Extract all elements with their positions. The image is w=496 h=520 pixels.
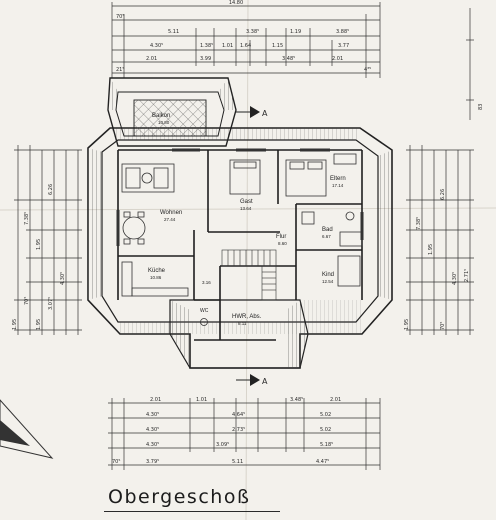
right-dimension-labels: 7.38⁵ 6.26 1.95 4.30⁵ 2.71⁵ 1.95 70⁵ 83 (404, 104, 484, 330)
dim-label: 5.11 (168, 29, 179, 35)
dim-label: 4.30⁵ (146, 442, 159, 448)
room-name-kind: Kind (322, 272, 334, 278)
dim-label: 70⁵ (116, 14, 124, 20)
dim-label: 5.02 (320, 427, 331, 433)
dim-label: 1.38⁵ (200, 43, 213, 49)
dim-label: 7.38⁵ (416, 217, 422, 230)
bottom-dimension-chains (108, 398, 381, 470)
dim-label: 2.01 (330, 397, 341, 403)
dim-label: 6.26 (440, 189, 446, 200)
dim-label: 4³⁵ (364, 67, 371, 73)
room-name-eltern: Eltern (330, 176, 346, 182)
room-area-eltern: 17.14 (332, 183, 344, 188)
dim-label: 3.07⁵ (48, 297, 54, 310)
dim-label: 2.01 (146, 56, 157, 62)
dim-label: 2.01 (150, 397, 161, 403)
dim-label: 83 (478, 104, 484, 110)
left-dimension-labels: 7.38⁵ 6.26 1.95 4.30⁵ 1.95 3.07⁵ 1.95 70… (12, 184, 66, 330)
dim-label: 1.15 (272, 43, 283, 49)
compass-fragment (0, 399, 54, 459)
section-label-bottom: A (262, 377, 268, 386)
dim-label: 70⁵ (24, 297, 30, 305)
staircase (221, 249, 277, 301)
room-area-kind: 12.54 (322, 279, 334, 284)
room-name-hwr: HWR, Abs. (232, 314, 262, 320)
room-labels: Balkon 10.80 Wohnen 27.44 Küche 10.86 Ga… (148, 113, 346, 326)
dim-label: 21⁵ (116, 67, 124, 73)
dim-label: 7.38⁵ (24, 212, 30, 225)
title-underline (104, 511, 280, 512)
dim-label: 2.73⁵ (232, 427, 245, 433)
room-area-gast: 13.64 (240, 206, 252, 211)
dim-label: 3.99 (200, 56, 211, 62)
room-name-bad: Bad (322, 227, 333, 233)
dim-label: 1.95 (12, 319, 18, 330)
dim-label: 1.95 (36, 319, 42, 330)
dim-label: 1.19 (290, 29, 301, 35)
dim-label: 1.01 (222, 43, 233, 49)
roof-outline (87, 77, 393, 369)
dim-label: 5.11 (232, 459, 243, 465)
room-name-wohnen: Wohnen (160, 210, 182, 216)
room-area-flur: 8.60 (278, 241, 287, 246)
dim-label: 70⁵ (112, 459, 120, 465)
dim-label: 4.30⁵ (452, 272, 458, 285)
room-name-balkon: Balkon (152, 113, 170, 119)
room-area-hwr: 8.11 (238, 321, 247, 326)
dim-label: 1.01 (196, 397, 207, 403)
room-area-balkon: 10.80 (158, 120, 170, 125)
dim-label: 4.30⁵ (146, 412, 159, 418)
dim-label: 1.95 (36, 239, 42, 250)
left-dimension-chains (14, 145, 82, 335)
plan-title: Obergeschoß (108, 486, 251, 508)
room-name-flur: Flur (276, 234, 286, 240)
dim-label: 4.47⁵ (316, 459, 329, 465)
dim-label: 3.77 (338, 43, 349, 49)
room-name-wc: WC (200, 308, 209, 314)
bottom-dimension-labels: 2.01 1.01 3.48⁵ 2.01 4.30⁵ 4.64⁵ 5.02 4.… (112, 397, 341, 465)
dim-label: 1.95 (428, 244, 434, 255)
dim-label: 1.95 (404, 319, 410, 330)
dim-label: 3.48⁵ (282, 56, 295, 62)
dim-label: 2.71⁵ (464, 269, 470, 282)
dim-label: 4.64⁵ (232, 412, 245, 418)
dim-label: 3.48⁵ (290, 397, 303, 403)
dim-label: 14.80 (229, 0, 243, 6)
dim-label: 5.18⁵ (320, 442, 333, 448)
dim-label: 6.26 (48, 184, 54, 195)
dim-label: 4.30⁵ (60, 272, 66, 285)
dim-label: 2.01 (332, 56, 343, 62)
dim-label: 5.02 (320, 412, 331, 418)
dim-label: 4.30⁵ (150, 43, 163, 49)
furniture (116, 148, 364, 326)
room-area-kueche: 10.86 (150, 275, 162, 280)
room-name-kueche: Küche (148, 268, 166, 274)
room-area-stair: 3.16 (202, 280, 211, 285)
room-area-bad: 6.67 (322, 234, 331, 239)
dim-label: 70⁵ (440, 322, 446, 330)
dim-label: 4.30⁵ (146, 427, 159, 433)
room-name-gast: Gast (240, 199, 253, 205)
section-markers: A A (236, 106, 268, 386)
top-dimension-labels: 14.80 70⁵ 5.11 3.38⁵ 1.19 3.88⁵ 4.30⁵ 1.… (116, 0, 371, 73)
section-label-top: A (262, 109, 268, 118)
dim-label: 3.79⁵ (146, 459, 159, 465)
right-dimension-chains (406, 8, 474, 335)
dim-label: 3.09⁵ (216, 442, 229, 448)
room-area-wohnen: 27.44 (164, 217, 176, 222)
dim-label: 3.38⁵ (246, 29, 259, 35)
dim-label: 3.88⁵ (336, 29, 349, 35)
dim-label: 1.64 (240, 43, 251, 49)
top-dimension-chains (111, 2, 381, 78)
